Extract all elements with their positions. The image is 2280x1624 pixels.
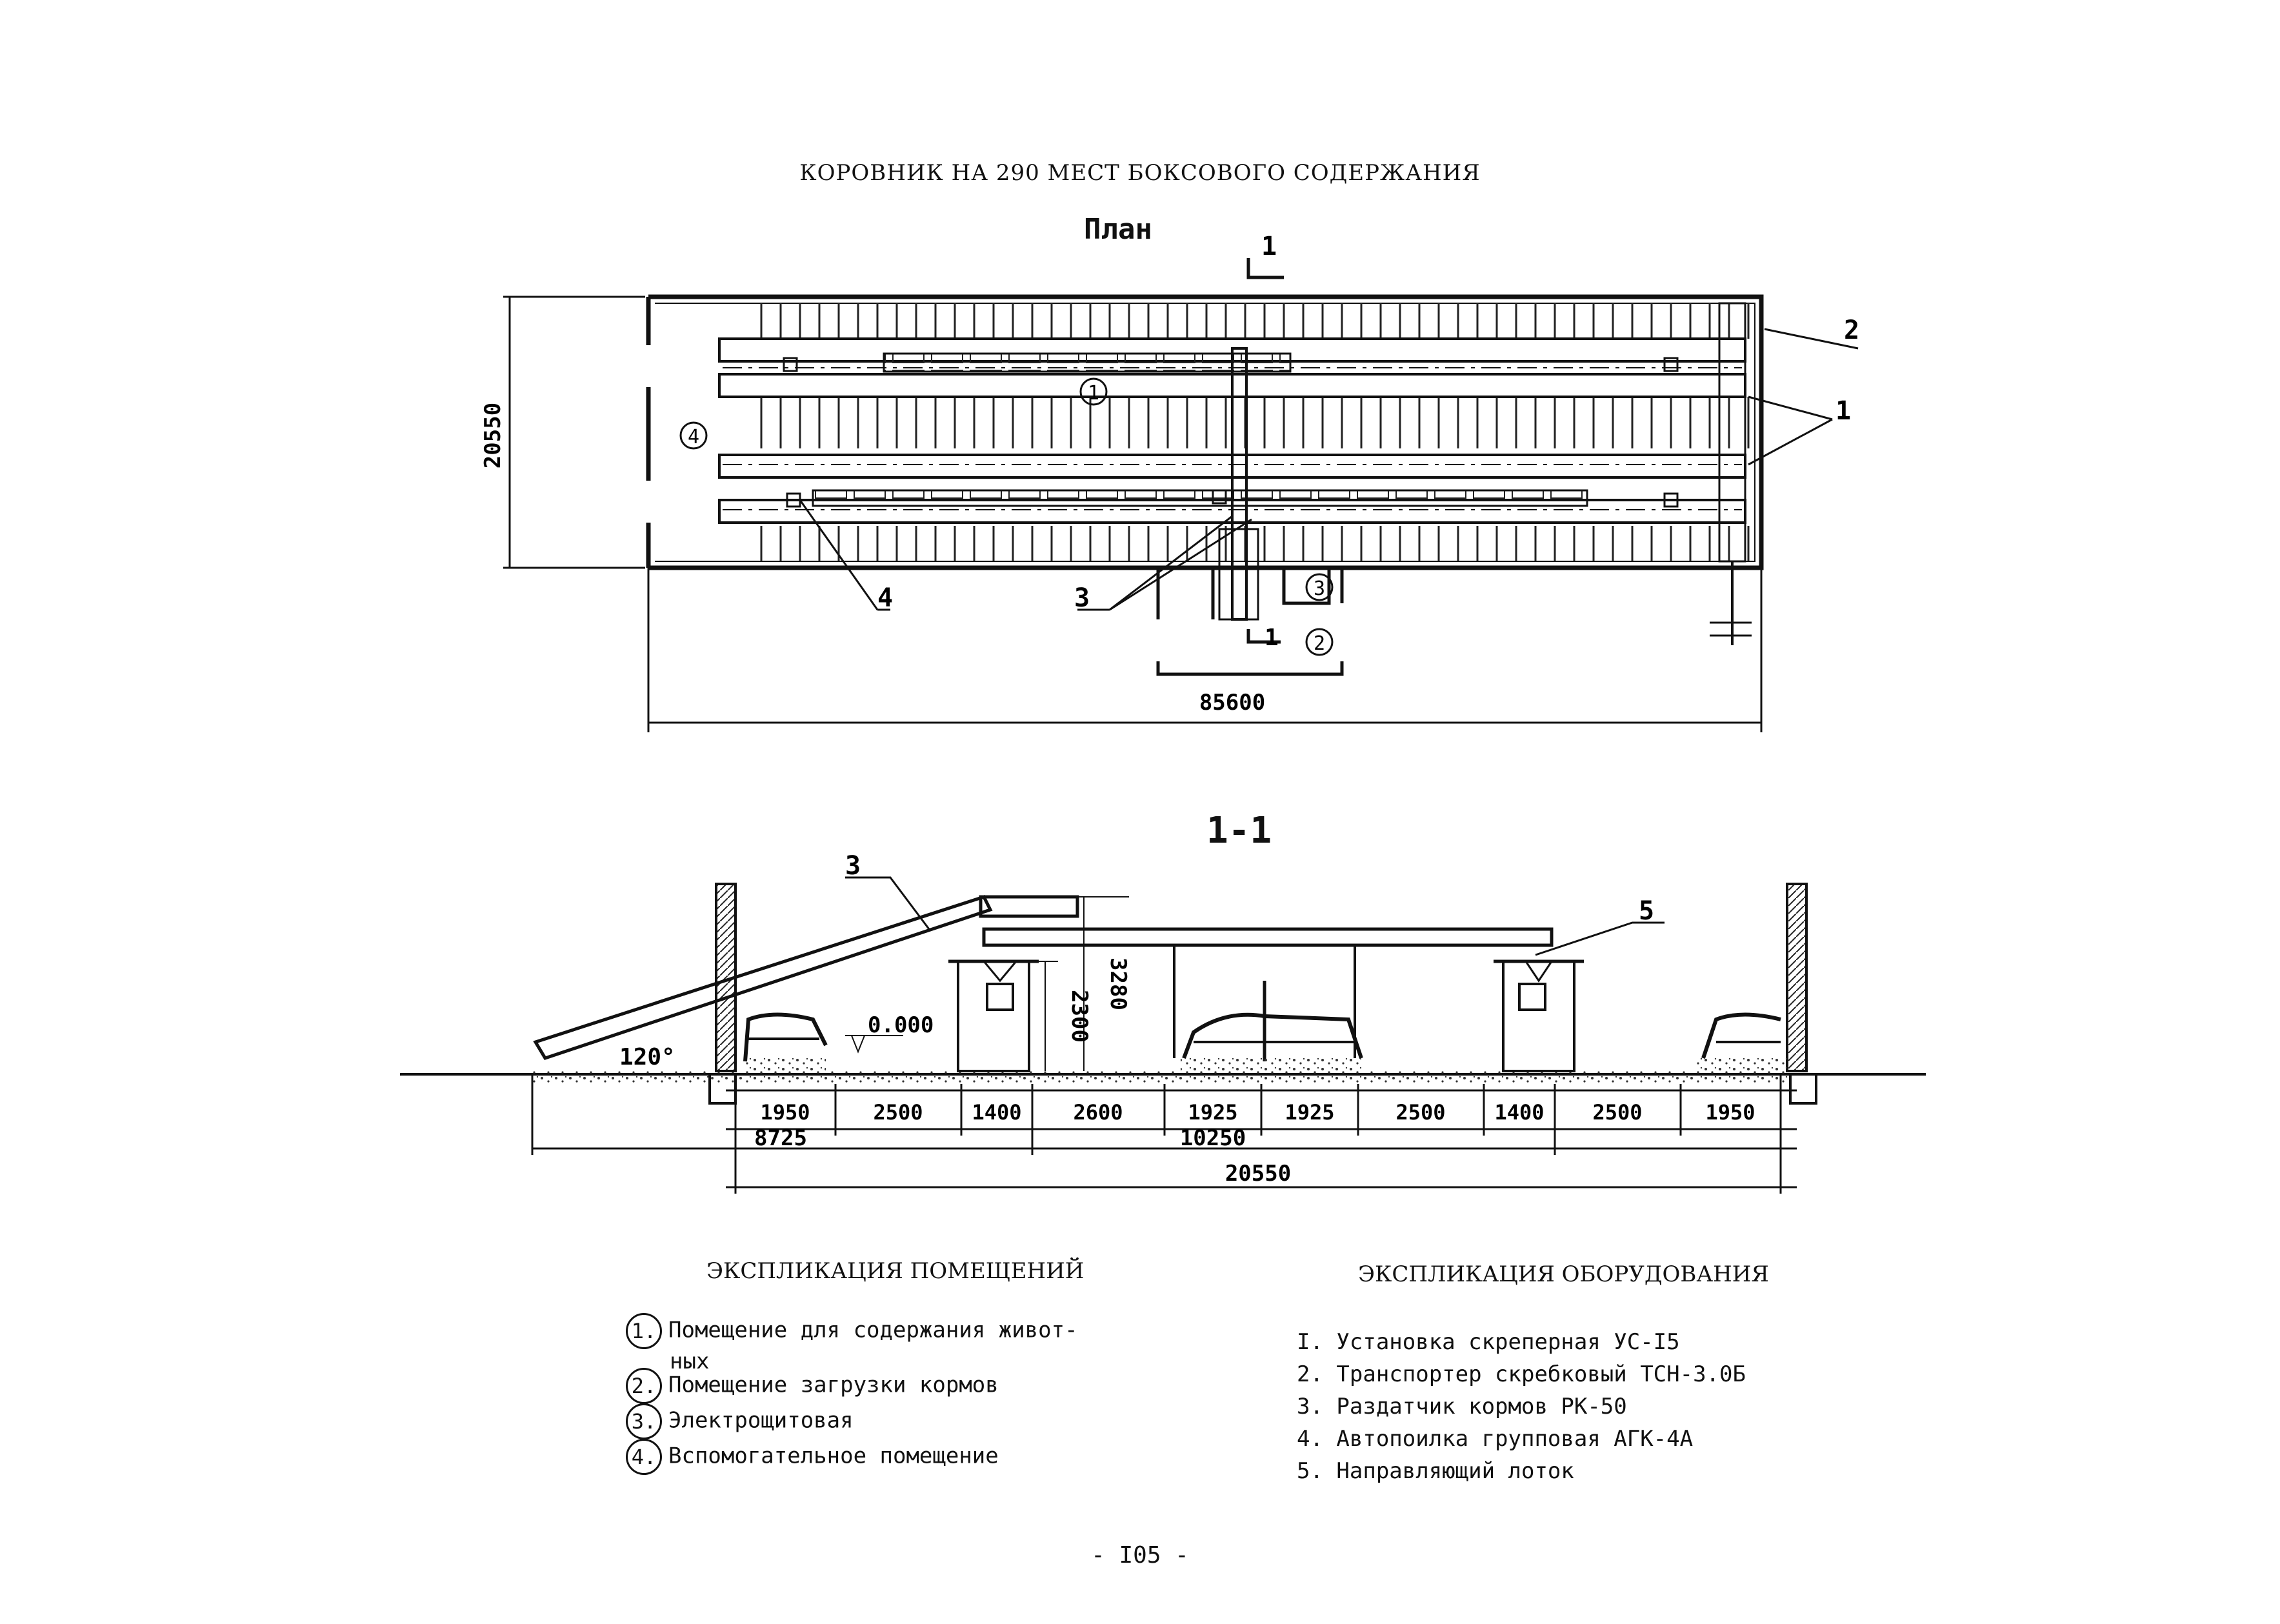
room-item-1-cont: ных xyxy=(670,1348,710,1374)
plan-dimensions xyxy=(503,296,1859,732)
dim-5: 1925 xyxy=(1188,1100,1237,1125)
room-item-1: 1.Помещение для содержания живот- xyxy=(626,1313,1078,1349)
dim-3: 1400 xyxy=(972,1100,1021,1125)
plan-height-dim: 20550 xyxy=(480,403,506,468)
room-item-4: 4.Вспомогательное помещение xyxy=(626,1439,999,1475)
drawing-title: КОРОВНИК НА 290 МЕСТ БОКСОВОГО СОДЕРЖАНИ… xyxy=(799,160,1481,186)
plan-callout-3: 3 xyxy=(1074,583,1090,613)
section-heading: 1-1 xyxy=(1206,810,1272,852)
room-item-1-label: Помещение для содержания живот- xyxy=(668,1317,1078,1343)
section-callout-3: 3 xyxy=(845,851,861,881)
room-item-2-label: Помещение загрузки кормов xyxy=(668,1372,999,1398)
dim-4: 2600 xyxy=(1073,1100,1123,1125)
section-height-1: 2300 xyxy=(1066,990,1092,1043)
plan-section-mark: 1 xyxy=(1261,232,1277,261)
equipment-item-2: 2. Транспортер скребковый ТСН-3.0Б xyxy=(1297,1361,1746,1387)
section-callout-5: 5 xyxy=(1639,896,1654,926)
equipment-item-5: 5. Направляющий лоток xyxy=(1297,1458,1574,1484)
plan-callout-1: 1 xyxy=(1835,396,1851,426)
dim-6: 1925 xyxy=(1285,1100,1334,1125)
room-item-1-num: 1. xyxy=(626,1313,662,1349)
room-mark-2: 2 xyxy=(1314,632,1325,655)
room-item-2-num: 2. xyxy=(626,1368,662,1404)
equipment-item-4: 4. Автопоилка групповая АГК-4А xyxy=(1297,1426,1694,1452)
plan-callout-4: 4 xyxy=(877,583,893,613)
dim-total: 20550 xyxy=(1225,1161,1291,1187)
dim-9: 2500 xyxy=(1592,1100,1642,1125)
section-dimensions xyxy=(531,1074,1797,1194)
room-item-3: 3.Электрощитовая xyxy=(626,1403,854,1439)
dim-1: 1950 xyxy=(760,1100,810,1125)
plan-drawing xyxy=(646,258,1764,676)
section-height-2: 3280 xyxy=(1105,957,1131,1010)
room-item-2: 2.Помещение загрузки кормов xyxy=(626,1368,999,1404)
room-mark-3: 3 xyxy=(1314,577,1325,600)
room-item-4-num: 4. xyxy=(626,1439,662,1475)
room-item-3-label: Электрощитовая xyxy=(668,1407,854,1434)
equipment-heading: ЭКСПЛИКАЦИЯ ОБОРУДОВАНИЯ xyxy=(1358,1261,1769,1287)
section-drawing xyxy=(400,876,1926,1105)
page-number: - I05 - xyxy=(1091,1542,1189,1569)
plan-heading: План xyxy=(1084,213,1152,246)
room-mark-1: 1 xyxy=(1088,382,1099,405)
plan-callout-2: 2 xyxy=(1844,316,1859,345)
equipment-item-3: 3. Раздатчик кормов РК-50 xyxy=(1297,1394,1627,1419)
dim-7: 2500 xyxy=(1395,1100,1445,1125)
room-mark-4: 4 xyxy=(688,426,699,448)
plan-width-dim: 85600 xyxy=(1199,690,1265,716)
room-item-3-num: 3. xyxy=(626,1403,662,1439)
dim-8725: 8725 xyxy=(754,1125,807,1151)
plan-bottom-mark: 1 xyxy=(1265,625,1279,651)
dim-10: 1950 xyxy=(1705,1100,1755,1125)
section-angle: 120° xyxy=(619,1044,675,1070)
dim-2: 2500 xyxy=(873,1100,923,1125)
dim-10250: 10250 xyxy=(1180,1125,1246,1151)
equipment-item-1: I. Установка скреперная УС-I5 xyxy=(1297,1329,1680,1355)
section-level: 0.000 xyxy=(868,1012,934,1038)
dim-8: 1400 xyxy=(1494,1100,1544,1125)
room-item-4-label: Вспомогательное помещение xyxy=(668,1443,999,1469)
rooms-heading: ЭКСПЛИКАЦИЯ ПОМЕЩЕНИЙ xyxy=(706,1258,1085,1284)
